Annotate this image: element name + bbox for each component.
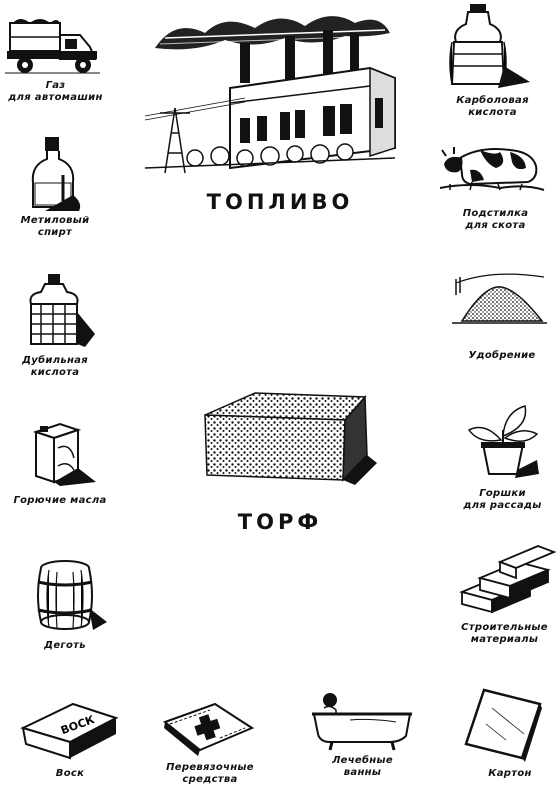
fertilizer-caption: Удобрение xyxy=(462,350,542,362)
flask-icon xyxy=(25,135,85,213)
gas-caption: Газ для автомашин xyxy=(8,80,103,104)
wax-block-icon: ВОСК xyxy=(18,700,123,762)
power-plant-icon xyxy=(144,8,396,183)
caption-line: спирт xyxy=(37,227,73,238)
caption-line: для рассады xyxy=(463,500,542,511)
demijohn-icon xyxy=(25,272,100,350)
baths-caption: Лечебные ванны xyxy=(315,755,410,779)
bandage-pack-icon xyxy=(160,700,255,758)
caption-line: для автомашин xyxy=(8,92,103,103)
fuel-title: ТОПЛИВО xyxy=(206,190,354,214)
methyl-caption: Метиловый спирт xyxy=(10,215,100,239)
cardboard-sheet-icon xyxy=(462,688,542,763)
caption-line: Лечебные xyxy=(332,755,393,766)
caption-line: Деготь xyxy=(44,640,86,651)
caption-line: Карболовая xyxy=(456,95,529,106)
caption-line: Удобрение xyxy=(468,350,536,361)
tar-caption: Деготь xyxy=(30,640,100,652)
barrel-icon xyxy=(35,558,110,633)
plant-pot-icon xyxy=(465,400,545,480)
caption-line: Подстилка xyxy=(462,208,529,219)
caption-line: Воск xyxy=(55,768,85,779)
caption-line: Строительные xyxy=(461,622,548,633)
dressing-caption: Перевязочные средства xyxy=(160,762,260,786)
pots-caption: Горшки для рассады xyxy=(455,488,550,512)
caption-line: материалы xyxy=(470,634,539,645)
caption-line: ванны xyxy=(343,767,382,778)
peat-title: ТОРФ xyxy=(237,510,323,534)
caption-line: Горючие масла xyxy=(13,495,107,506)
wax-caption: Воск xyxy=(40,768,100,780)
bathtub-icon xyxy=(310,690,415,752)
peat-block-icon xyxy=(195,385,380,495)
caption-line: кислота xyxy=(30,367,80,378)
building-caption: Строительные материалы xyxy=(452,622,557,646)
canister-icon xyxy=(30,418,100,488)
carbolic-caption: Карболовая кислота xyxy=(445,95,540,119)
bedding-caption: Подстилка для скота xyxy=(448,208,543,232)
caption-line: для скота xyxy=(465,220,526,231)
caption-line: Метиловый xyxy=(20,215,90,226)
bricks-icon xyxy=(459,540,557,615)
bottle-in-basket-icon xyxy=(448,2,533,90)
heap-icon xyxy=(452,265,547,330)
oils-caption: Горючие масла xyxy=(10,495,110,507)
caption-line: Дубильная xyxy=(22,355,88,366)
cardboard-caption: Картон xyxy=(470,768,550,780)
caption-line: Картон xyxy=(488,768,532,779)
caption-line: кислота xyxy=(468,107,517,118)
caption-line: Перевязочные xyxy=(166,762,254,773)
caption-line: Горшки xyxy=(479,488,526,499)
caption-line: Газ xyxy=(45,80,66,91)
truck-icon xyxy=(5,15,105,80)
cow-icon xyxy=(439,138,545,193)
tannic-caption: Дубильная кислота xyxy=(10,355,100,379)
caption-line: средства xyxy=(182,774,238,785)
